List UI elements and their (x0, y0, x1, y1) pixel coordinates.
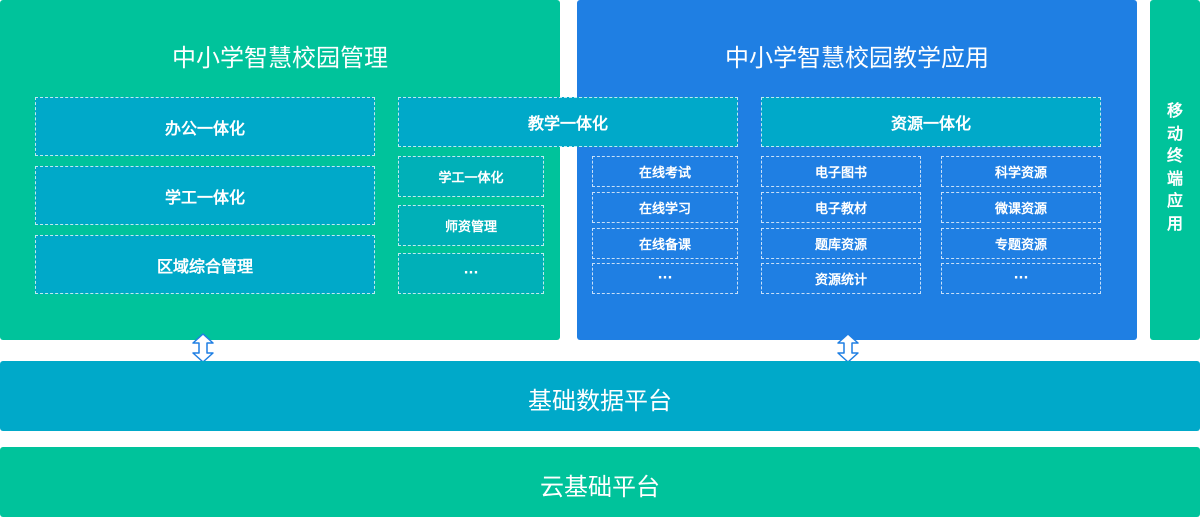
mobile-char: 应 (1166, 191, 1183, 210)
base-data-platform: 基础数据平台 (0, 361, 1200, 431)
teaching-header-box: 教学一体化 (398, 97, 738, 147)
double-arrow-icon (837, 333, 859, 363)
teaching-title: 中小学智慧校园教学应用 (725, 44, 989, 72)
resource-microlessons: 微课资源 (941, 192, 1101, 223)
mobile-char: 终 (1166, 146, 1183, 165)
resource-statistics: 资源统计 (761, 263, 921, 294)
resource-ebooks: 电子图书 (761, 156, 921, 187)
resource-etextbooks: 电子教材 (761, 192, 921, 223)
management-office-box: 办公一体化 (35, 97, 375, 156)
mobile-label: 移 动 终 端 应 用 (1150, 100, 1200, 235)
teaching-item-more: ··· (592, 263, 738, 294)
management-student-work-box: 学工一体化 (35, 166, 375, 225)
teaching-panel: 中小学智慧校园教学应用 资源一体化 在线考试 在线学习 在线备课 ··· 电子图… (577, 0, 1137, 340)
management-title: 中小学智慧校园管理 (172, 44, 388, 72)
management-more-box: ··· (398, 253, 544, 294)
mobile-char: 用 (1166, 213, 1183, 233)
resource-science: 科学资源 (941, 156, 1101, 187)
management-regional-box: 区域综合管理 (35, 235, 375, 294)
mobile-char: 移 (1166, 101, 1183, 120)
management-teachers-box: 师资管理 (398, 205, 544, 246)
mobile-char: 端 (1166, 168, 1183, 188)
mobile-panel: 移 动 终 端 应 用 (1150, 0, 1200, 340)
mobile-char: 动 (1166, 123, 1183, 143)
base-data-platform-label: 基础数据平台 (528, 387, 672, 415)
management-student-work-small-box: 学工一体化 (398, 156, 544, 197)
teaching-item-prep: 在线备课 (592, 228, 738, 259)
double-arrow-icon (192, 333, 214, 363)
teaching-item-exam: 在线考试 (592, 156, 738, 187)
management-panel: 中小学智慧校园管理 办公一体化 学工一体化 区域综合管理 学工一体化 师资管理 … (0, 0, 560, 340)
cloud-platform-label: 云基础平台 (540, 473, 660, 501)
resource-header-box: 资源一体化 (761, 97, 1101, 147)
cloud-platform: 云基础平台 (0, 447, 1200, 517)
resource-more: ··· (941, 263, 1101, 294)
teaching-item-learning: 在线学习 (592, 192, 738, 223)
resource-question-bank: 题库资源 (761, 228, 921, 259)
resource-topics: 专题资源 (941, 228, 1101, 259)
